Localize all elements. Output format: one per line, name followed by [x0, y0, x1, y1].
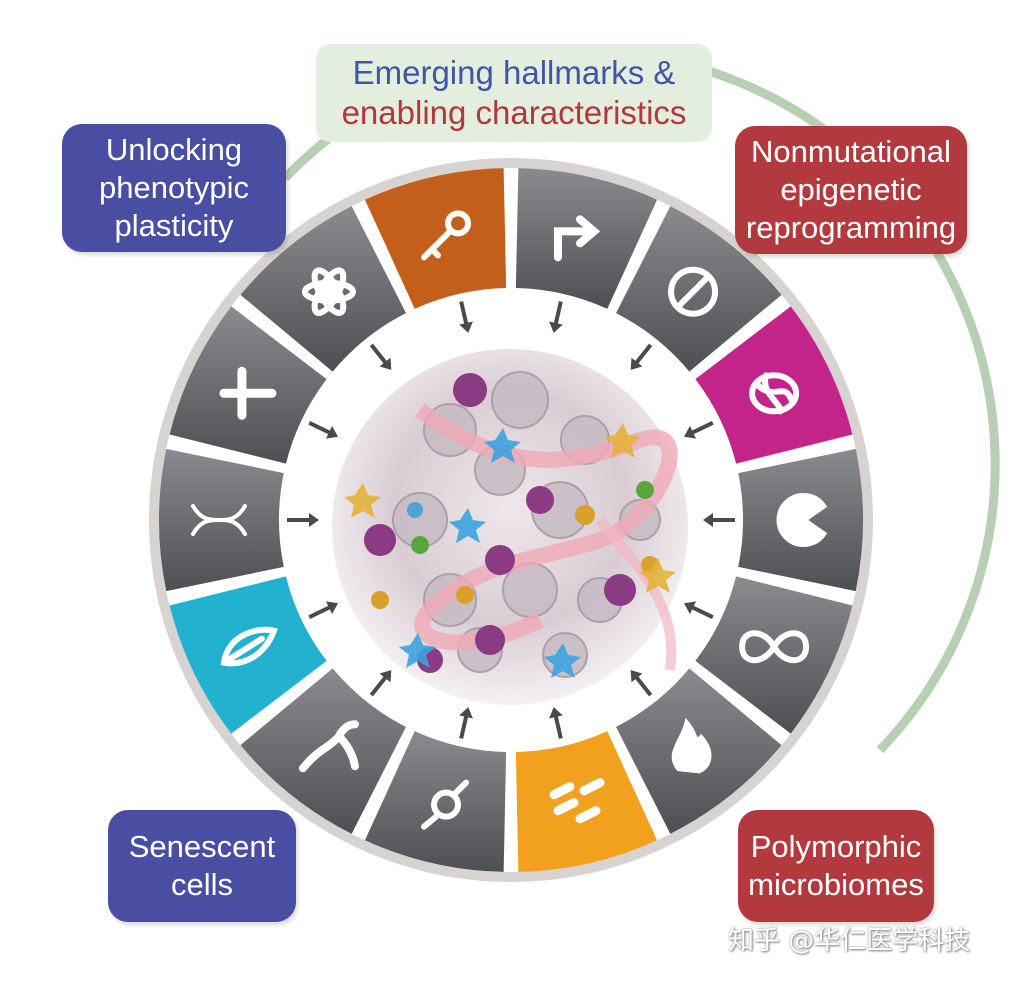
hallmark-ring [158, 168, 864, 872]
inward-arrow-head [630, 670, 643, 683]
cell-mutant-icon [421, 779, 470, 830]
arrow-turn-icon [553, 215, 601, 262]
inward-arrow-head [325, 426, 339, 439]
ring-segment [169, 306, 327, 464]
inward-arrow-head [549, 707, 563, 719]
inward-arrow [553, 301, 563, 328]
label-line: phenotypic [99, 170, 249, 205]
inward-arrow [688, 604, 714, 619]
inward-arrow [688, 421, 714, 436]
chromatin-icon [749, 372, 800, 415]
ring-border [149, 158, 873, 882]
leaf-icon [220, 626, 278, 667]
inward-arrow-head [459, 321, 473, 333]
inward-arrow-head [703, 513, 713, 527]
inward-arrow-head [379, 357, 392, 370]
inward-arrow-head [459, 707, 473, 719]
inward-arrow-head [325, 601, 339, 614]
inward-arrow-head [630, 357, 643, 370]
label-line: microbiomes [748, 867, 924, 902]
label-polymorphic-microbiomes: Polymorphic microbiomes [738, 810, 934, 922]
inward-arrow-head [549, 321, 563, 333]
label-line: Senescent [128, 829, 276, 864]
inward-arrow [459, 301, 469, 328]
ring-segment [364, 168, 507, 309]
label-unlocking-phenotypic-plasticity: Unlocking phenotypic plasticity [62, 124, 286, 252]
label-senescent-cells: Senescent cells [108, 810, 296, 922]
hallmark-arrows [287, 301, 735, 739]
inward-arrow-head [683, 426, 697, 439]
title-line-2: enabling characteristics [341, 94, 687, 131]
flame-icon [671, 717, 712, 774]
inward-arrow [632, 343, 653, 367]
infinity-icon [739, 630, 810, 664]
inward-arrow [553, 712, 563, 739]
watermark: 知乎 @华仁医学科技 [728, 926, 971, 956]
microbes-icon [549, 778, 605, 824]
inward-arrow-head [683, 601, 697, 614]
key-icon [421, 210, 472, 261]
dna-icon [191, 504, 247, 536]
cross-icon [219, 366, 277, 420]
inward-arrow-head [309, 513, 319, 527]
inward-arrow [632, 673, 653, 697]
label-nonmutational-epigenetic-reprogramming: Nonmutational epigenetic reprogramming [735, 126, 967, 254]
ring-segment [695, 306, 853, 464]
label-line: Polymorphic [750, 829, 922, 864]
atom-icon [301, 267, 356, 316]
blood-vessel-icon [298, 720, 359, 773]
title-box: Emerging hallmarks & enabling characteri… [316, 44, 712, 142]
inward-arrow [369, 673, 390, 697]
title-line-1: Emerging hallmarks & [352, 54, 676, 91]
inward-arrow [308, 604, 334, 619]
ring-segment [515, 731, 658, 872]
label-line: reprogramming [745, 210, 957, 245]
pacman-cell-icon [776, 493, 828, 547]
label-line: Nonmutational [751, 134, 951, 169]
ring-segment [695, 576, 853, 734]
label-line: Unlocking [105, 132, 243, 167]
inward-arrow-head [379, 670, 392, 683]
inward-arrow [308, 421, 334, 436]
prohibition-icon [668, 266, 719, 317]
label-line: cells [170, 867, 233, 902]
ring-segment [169, 576, 327, 734]
inward-arrow [459, 712, 469, 739]
label-line: epigenetic [780, 172, 922, 207]
tumor-illustration [332, 349, 688, 705]
inward-arrow [369, 343, 390, 367]
label-line: plasticity [114, 208, 234, 243]
